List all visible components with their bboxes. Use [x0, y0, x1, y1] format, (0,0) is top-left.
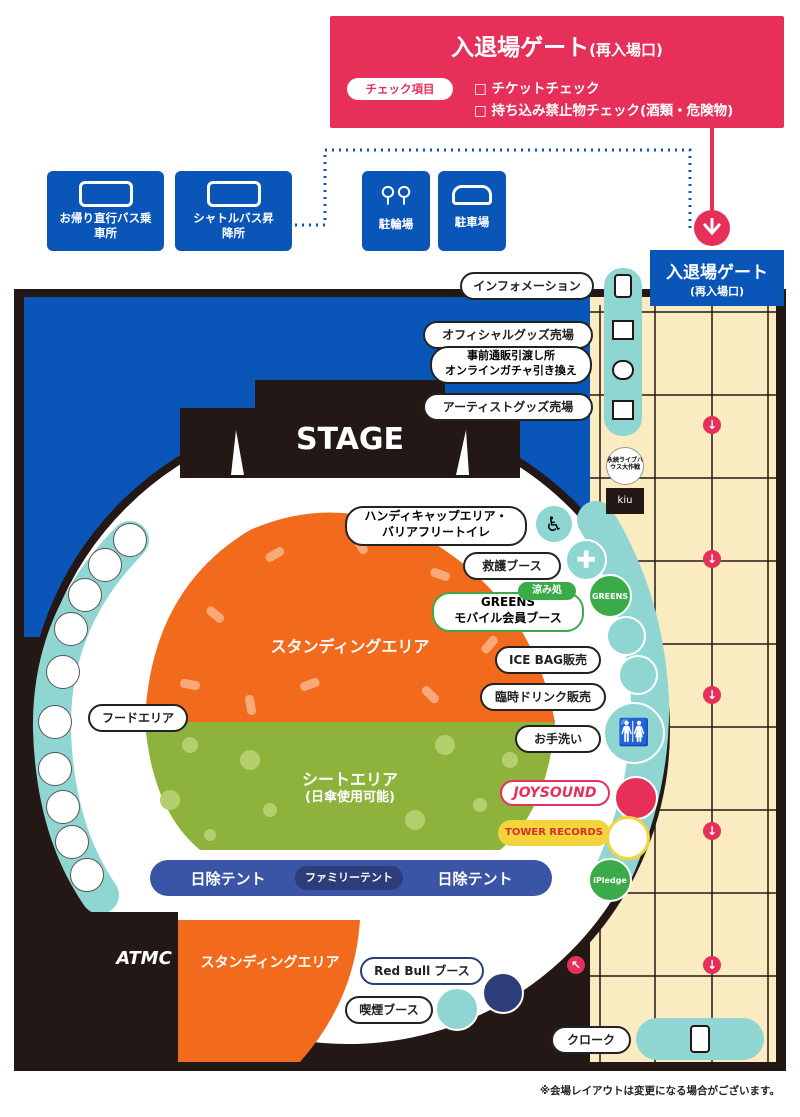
red-bull-label: Red Bull ブース	[360, 957, 484, 985]
diag-arrow: ↖	[567, 956, 585, 974]
greens-label: GREENS モバイル会員ブース	[432, 592, 584, 632]
drink-icon	[618, 655, 658, 695]
food-icon-9	[55, 825, 89, 859]
first-aid-icon: ✚	[565, 539, 607, 581]
ipledge-logo: iPledge	[588, 858, 632, 902]
first-aid-label: 救護ブース	[463, 552, 561, 580]
food-icon-4	[54, 612, 88, 646]
food-icon-8	[46, 790, 80, 824]
seat-area-sub: (日傘使用可能)	[305, 790, 395, 805]
seat-area-label: シートエリア	[301, 770, 398, 789]
gacha-icon	[612, 360, 634, 380]
seat-dots	[160, 735, 518, 841]
joysound-logo: JOYSOUND	[500, 780, 610, 806]
standing-area-label: スタンディングエリア	[270, 637, 430, 656]
down-arrow-2: ↓	[703, 550, 721, 568]
check-item-prohibited: □ 持ち込み禁止物チェック(酒類・危険物)	[474, 103, 734, 119]
bus-icon	[206, 181, 261, 207]
bicycle-parking: ⚲⚲ 駐輪場	[362, 171, 430, 251]
handicap-label: ハンディキャップエリア・ バリアフリートイレ	[345, 506, 527, 546]
tower-records-logo: TOWER RECORDS	[498, 820, 610, 846]
tent-right-label: 日除テント	[437, 870, 513, 888]
stage-label: STAGE	[295, 422, 405, 457]
bus-icon	[78, 181, 133, 207]
direct-bus-stop: お帰り直行バス乗車所	[47, 171, 164, 251]
gate-box: 入退場ゲート(再入場口) チェック項目 □ チケットチェック □ 持ち込み禁止物…	[330, 16, 784, 128]
drink-label: 臨時ドリンク販売	[480, 683, 606, 711]
greens-logo: GREENS	[588, 574, 632, 618]
gate-label-title: 入退場ゲート	[666, 263, 768, 283]
smoking-icon	[435, 987, 479, 1031]
check-item-ticket: □ チケットチェック	[474, 81, 600, 97]
ice-bag-icon	[606, 616, 646, 656]
down-arrow-1: ↓	[703, 416, 721, 434]
tower-records-icon	[606, 816, 650, 860]
wheelchair-icon: ♿	[534, 504, 574, 544]
layout-note: ※会場レイアウトは変更になる場合がございます。	[539, 1085, 780, 1097]
car-parking: 駐車場	[438, 171, 506, 251]
food-area-label: フードエリア	[88, 704, 188, 732]
food-icon-2	[88, 548, 122, 582]
toilet-icon: 🚻	[603, 702, 665, 764]
artist-goods-label: アーティストグッズ売場	[423, 393, 593, 421]
food-icon-5	[46, 655, 80, 689]
gate-label-sub: (再入場口)	[689, 285, 745, 298]
official-goods-label: オフィシャルグッズ売場	[423, 321, 593, 349]
car-icon	[452, 185, 492, 205]
check-label: チェック項目	[347, 78, 453, 100]
food-icon-1	[113, 523, 147, 557]
food-icon-3	[68, 578, 102, 612]
down-arrow-3: ↓	[703, 686, 721, 704]
cloak-label: クローク	[551, 1026, 631, 1054]
goods-icon	[612, 400, 634, 420]
food-icon-6	[38, 705, 72, 739]
cool-spot-badge: 涼み処	[518, 582, 576, 600]
food-icon-10	[70, 858, 104, 892]
atmc-logo: ATMC	[116, 948, 172, 969]
sponsor-logo-kiu: kiu	[606, 488, 644, 514]
gate-title-sub: (再入場口)	[589, 41, 663, 59]
red-bull-icon	[482, 972, 524, 1014]
down-arrow-5: ↓	[703, 956, 721, 974]
standing-area	[145, 512, 555, 722]
smoking-label: 喫煙ブース	[345, 996, 433, 1024]
gate-title: 入退場ゲート	[451, 35, 590, 61]
info-label: インフォメーション	[460, 272, 594, 300]
family-tent-label: ファミリーテント	[295, 866, 403, 890]
gate-box-title: 入退場ゲート(再入場口)	[330, 28, 784, 62]
gate-label: 入退場ゲート (再入場口)	[650, 250, 784, 306]
food-icon-7	[38, 752, 72, 786]
tent-left-label: 日除テント	[190, 870, 266, 888]
info-icon	[614, 274, 632, 298]
karaoke-mic-icon	[614, 776, 658, 820]
toilet-label: お手洗い	[515, 725, 601, 753]
sponsor-logo-1: 永続ライブハウス大作戦	[606, 447, 644, 485]
ice-bag-label: ICE BAG販売	[495, 646, 601, 674]
tshirt-icon	[612, 320, 634, 340]
shuttle-bus-stop: シャトルバス昇降所	[175, 171, 292, 251]
bicycle-icon: ⚲⚲	[379, 183, 413, 208]
luggage-icon	[690, 1025, 710, 1053]
standing-area-2-label: スタンディングエリア	[200, 955, 340, 971]
preorder-label: 事前通販引渡し所 オンラインガチャ引き換え	[430, 346, 592, 384]
down-arrow-4: ↓	[703, 822, 721, 840]
standing-area-2	[178, 920, 360, 1062]
